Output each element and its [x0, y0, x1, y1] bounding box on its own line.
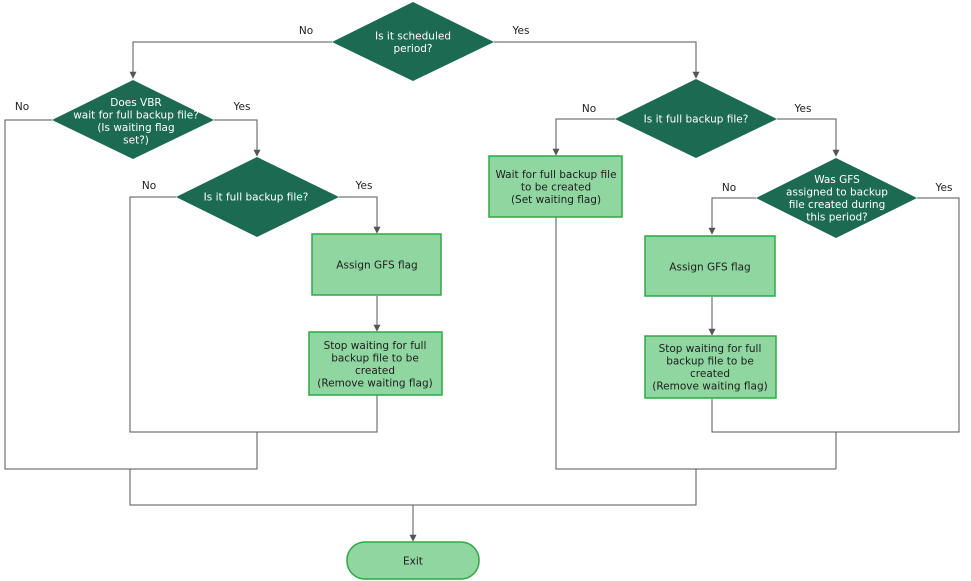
text-line: to be created [521, 182, 591, 194]
text-line: Assign GFS flag [336, 260, 417, 272]
text-line: (Is waiting flag [97, 122, 174, 134]
text-line: assigned to backup [786, 186, 888, 198]
terminal-exit: Exit [346, 541, 480, 580]
label-d4-yes: Yes [794, 103, 812, 115]
text-line: (Set waiting flag) [511, 194, 601, 206]
text-line: (Remove waiting flag) [652, 380, 768, 392]
text-line: set?) [123, 134, 149, 146]
label-d2-yes: Yes [233, 101, 251, 113]
text-line: wait for full backup file? [73, 109, 199, 121]
connector-d3-no [129, 196, 378, 433]
label-d3-no: No [142, 180, 156, 192]
process-assign-gfs-right-text: Assign GFS flag [669, 262, 750, 274]
connector-merge-left [129, 469, 413, 506]
text-line: Stop waiting for full [659, 343, 762, 355]
decision-full-backup-left-text: Is it full backup file? [204, 192, 309, 204]
terminal-exit-text: Exit [403, 556, 423, 568]
text-line: Assign GFS flag [669, 262, 750, 274]
label-d5-no: No [722, 182, 736, 194]
process-assign-gfs-left-text: Assign GFS flag [336, 260, 417, 272]
label-d3-yes: Yes [355, 180, 373, 192]
text-line: Was GFS [814, 174, 860, 186]
label-d4-no: No [582, 103, 596, 115]
connector-d2-no [4, 119, 258, 470]
text-line: created [690, 368, 730, 380]
connector-d1-yes [494, 41, 700, 79]
text-line: (Remove waiting flag) [317, 377, 433, 389]
process-assign-gfs-right: Assign GFS flag [644, 235, 776, 297]
text-line: Does VBR [110, 97, 161, 109]
text-line: file created during [789, 199, 886, 211]
label-d5-yes: Yes [935, 182, 953, 194]
connector-d2-yes [214, 119, 261, 157]
connector-d3-yes [339, 196, 381, 234]
connector-d1-no [129, 41, 332, 79]
connector-d5-yes [711, 197, 960, 433]
label-d1-yes: Yes [512, 25, 530, 37]
decision-full-backup-left: Is it full backup file? [176, 157, 339, 237]
text-line: Stop waiting for full [324, 340, 427, 352]
text-line: period? [393, 43, 432, 55]
decision-full-backup-right: Is it full backup file? [615, 79, 777, 158]
process-assign-gfs-left: Assign GFS flag [311, 233, 442, 296]
text-line: Is it full backup file? [204, 192, 309, 204]
connector-merge-right [413, 469, 697, 506]
text-line: created [355, 365, 395, 377]
label-d2-no: No [15, 101, 29, 113]
decision-full-backup-right-text: Is it full backup file? [644, 114, 749, 126]
text-line: Wait for full backup file [495, 169, 616, 181]
connector-d4-yes [777, 118, 840, 157]
connector-d4-no [552, 118, 615, 156]
text-line: Is it scheduled [375, 30, 451, 42]
label-d1-no: No [299, 25, 313, 37]
text-line: this period? [806, 211, 868, 223]
text-line: backup file to be [666, 355, 754, 367]
text-line: Is it full backup file? [644, 114, 749, 126]
connector-d5-no [708, 197, 756, 235]
text-line: Exit [403, 556, 423, 568]
connector-wait-down [555, 217, 836, 470]
text-line: backup file to be [331, 352, 419, 364]
connectors [4, 41, 960, 542]
branch-labels: No Yes No Yes No Yes No Yes No Yes [15, 25, 953, 194]
